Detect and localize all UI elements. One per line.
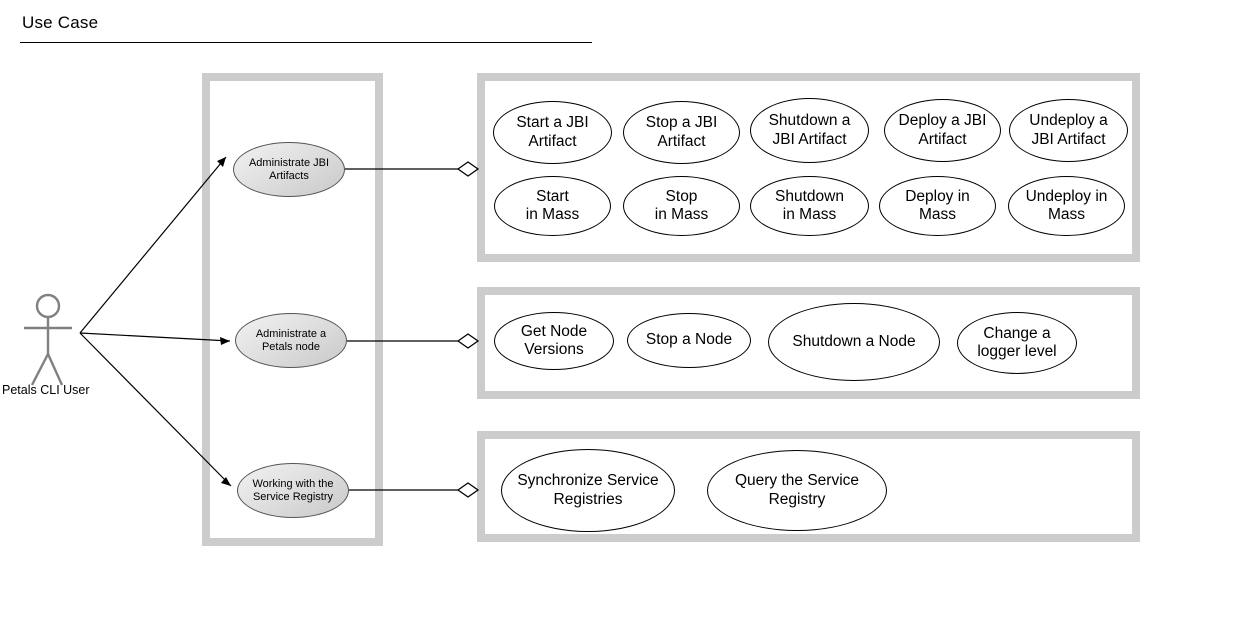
use-case-label-line2: in Mass <box>525 206 580 223</box>
use-case-label-line1: Deploy a JBI <box>898 112 987 130</box>
use-case-deploy-a-jbi-artifact[interactable]: Deploy a JBI Artifact <box>884 99 1001 162</box>
use-case-label-line2: Artifact <box>528 132 577 150</box>
use-case-deploy-in-mass[interactable]: Deploy in Mass <box>879 176 996 236</box>
use-case-label-line2: Petals node <box>261 340 321 353</box>
use-case-start-a-jbi-artifact[interactable]: Start a JBI Artifact <box>493 101 612 164</box>
use-case-label-line1: Administrate a <box>255 327 327 340</box>
use-case-label-line2: JBI Artifact <box>1031 130 1106 148</box>
use-case-label-line2: Artifact <box>918 130 967 148</box>
use-case-label-line1: Shutdown a Node <box>792 332 916 350</box>
use-case-synchronize-service-registries[interactable]: Synchronize Service Registries <box>501 449 675 532</box>
use-case-administrate-jbi-artifacts[interactable]: Administrate JBI Artifacts <box>233 142 345 197</box>
actor-label: Petals CLI User <box>2 383 90 397</box>
use-case-working-with-service-registry[interactable]: Working with the Service Registry <box>237 463 349 518</box>
use-case-label-line1: Synchronize Service <box>517 472 659 490</box>
use-case-administrate-petals-node[interactable]: Administrate a Petals node <box>235 313 347 368</box>
use-case-label-line1: Start a JBI <box>516 114 589 132</box>
use-case-get-node-versions[interactable]: Get Node Versions <box>494 312 614 370</box>
use-case-label-line1: Deploy in <box>905 187 970 205</box>
aggregation-diamond-jbi-artifacts <box>456 161 480 177</box>
use-case-undeploy-in-mass[interactable]: Undeploy in Mass <box>1008 176 1125 236</box>
use-case-label-line1: Query the Service <box>734 472 860 490</box>
aggregation-diamond-service-registry <box>456 482 480 498</box>
use-case-label-line2: Versions <box>524 341 584 358</box>
use-case-label-line1: Stop a Node <box>645 331 733 349</box>
use-case-label-line1: Start <box>536 187 569 205</box>
page-title: Use Case <box>22 13 99 32</box>
use-case-label-line1: Stop <box>665 187 698 205</box>
actor-stick-figure-icon <box>24 293 72 386</box>
use-case-undeploy-a-jbi-artifact[interactable]: Undeploy a JBI Artifact <box>1009 99 1128 162</box>
use-case-label-line2: Artifacts <box>269 169 309 182</box>
use-case-label-line2: Registries <box>553 490 623 508</box>
use-case-query-the-service-registry[interactable]: Query the Service Registry <box>707 450 887 531</box>
use-case-change-a-logger-level[interactable]: Change a logger level <box>957 312 1077 374</box>
use-case-label-line2: Mass <box>1047 206 1086 223</box>
use-case-label-line1: Undeploy a <box>1029 112 1108 130</box>
use-case-label-line1: Shutdown a <box>768 112 851 130</box>
use-case-stop-a-node[interactable]: Stop a Node <box>627 313 751 368</box>
use-case-label-line2: Service Registry <box>252 490 334 503</box>
use-case-label-line1: Administrate JBI <box>248 156 330 169</box>
use-case-shutdown-a-node[interactable]: Shutdown a Node <box>768 303 940 381</box>
use-case-label-line2: JBI Artifact <box>772 130 847 148</box>
use-case-shutdown-in-mass[interactable]: Shutdown in Mass <box>750 176 869 236</box>
use-case-label-line2: in Mass <box>782 206 837 223</box>
aggregation-diamond-petals-node <box>456 333 480 349</box>
use-case-label-line1: Shutdown <box>775 187 844 205</box>
use-case-label-line2: Registry <box>768 490 826 508</box>
use-case-label-line1: Get Node <box>520 322 588 340</box>
use-case-shutdown-a-jbi-artifact[interactable]: Shutdown a JBI Artifact <box>750 98 869 163</box>
use-case-start-in-mass[interactable]: Start in Mass <box>494 176 611 236</box>
use-case-label-line2: Mass <box>918 206 957 223</box>
use-case-label-line2: Artifact <box>657 132 706 150</box>
use-case-label-line2: in Mass <box>654 206 709 223</box>
use-case-label-line1: Change a <box>983 324 1051 342</box>
use-case-stop-in-mass[interactable]: Stop in Mass <box>623 176 740 236</box>
use-case-label-line1: Working with the <box>252 477 334 490</box>
use-case-label-line1: Stop a JBI <box>645 114 718 132</box>
title-divider <box>20 42 592 43</box>
use-case-stop-a-jbi-artifact[interactable]: Stop a JBI Artifact <box>623 101 740 164</box>
use-case-label-line2: logger level <box>977 343 1057 360</box>
use-case-label-line1: Undeploy in <box>1025 187 1108 205</box>
